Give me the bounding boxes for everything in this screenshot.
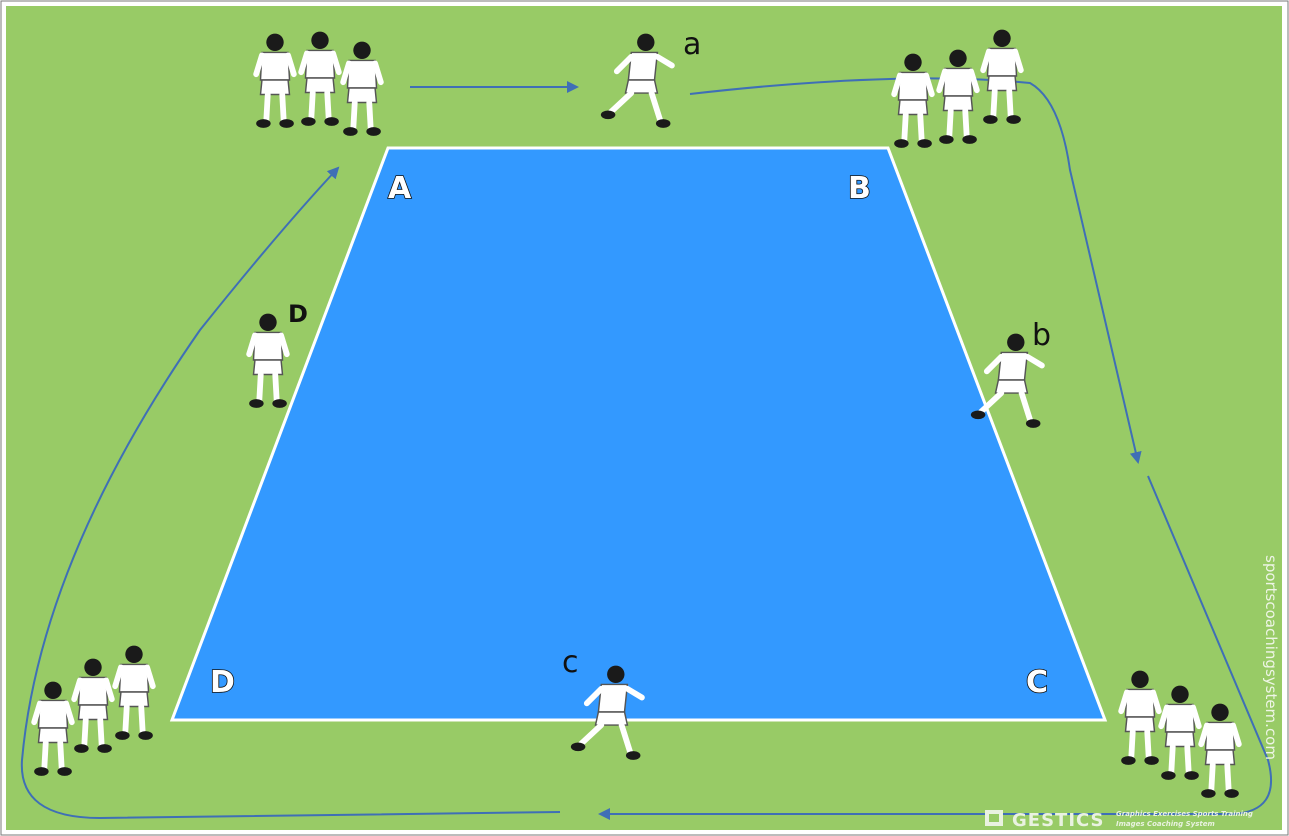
corner-label-c: C bbox=[1026, 665, 1048, 700]
runner-label-b: b bbox=[1032, 318, 1051, 353]
brand-tagline-2: Images Coaching System bbox=[1116, 820, 1215, 828]
runner-label-a: a bbox=[683, 27, 701, 62]
runner-label-c: c bbox=[562, 645, 579, 680]
corner-label-b: B bbox=[848, 171, 871, 206]
corner-label-d: D bbox=[210, 665, 235, 700]
brand-logo-text: GESTICS bbox=[1012, 810, 1105, 831]
corner-label-a: A bbox=[388, 171, 412, 206]
watermark-text: sportscoachingsystem.com bbox=[1262, 555, 1280, 760]
gestics-logo: GESTICS Graphics Exercises Sports Traini… bbox=[985, 810, 1253, 831]
runner-label-d: D bbox=[288, 300, 308, 328]
brand-tagline-1: Graphics Exercises Sports Training bbox=[1116, 810, 1253, 818]
